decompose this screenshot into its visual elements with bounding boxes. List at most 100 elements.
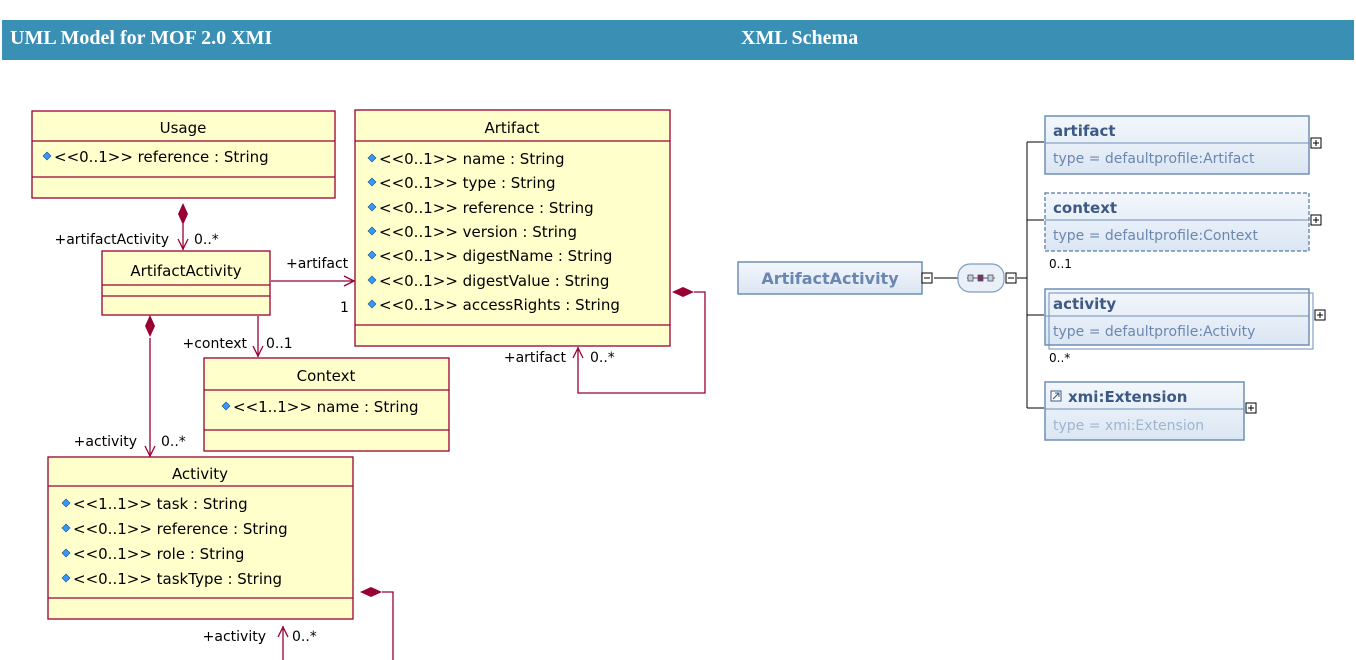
class-usage-name: Usage xyxy=(160,119,207,137)
attribute-diamond-icon xyxy=(221,401,231,411)
header-bar: UML Model for MOF 2.0 XMI XML Schema xyxy=(0,0,1356,68)
reference-link-icon xyxy=(1050,390,1062,402)
mult-label-artifact-self: 0..* xyxy=(590,350,615,366)
context-attr-0: <<1..1>> name : String xyxy=(233,398,419,416)
expand-toggle-icon[interactable] xyxy=(1314,309,1326,321)
schema-element-type: type = defaultprofile:Context xyxy=(1053,228,1258,244)
attribute-diamond-icon xyxy=(367,153,377,163)
expand-toggle-icon[interactable] xyxy=(1310,214,1322,226)
usage-composition-diamond xyxy=(178,203,188,225)
class-activity-box xyxy=(47,456,354,620)
schema-element-name: xmi:Extension xyxy=(1068,388,1187,406)
schema-element-type: type = defaultprofile:Activity xyxy=(1053,324,1255,340)
mult-label-activity: 0..* xyxy=(161,434,186,450)
artifact-self-line xyxy=(577,291,706,394)
class-artifact-name: Artifact xyxy=(484,119,539,137)
role-label-context: +context xyxy=(183,336,248,352)
schema-element-box xyxy=(1044,288,1310,346)
role-label-activity: +activity xyxy=(74,434,137,450)
schema-element-multiplicity: 0..1 xyxy=(1049,257,1072,271)
class-artifactactivity-box xyxy=(101,250,271,316)
schema-element-box xyxy=(1044,115,1310,175)
attribute-diamond-icon xyxy=(367,275,377,285)
schema-element-activity[interactable]: activity type = defaultprofile:Activity … xyxy=(1044,288,1314,365)
activity-self-arrow xyxy=(277,625,289,638)
mult-label-artifact: 1 xyxy=(340,300,349,316)
class-artifact[interactable]: Artifact <<0..1>> name : String <<0..1>>… xyxy=(354,109,671,347)
xml-schema-heading: XML Schema xyxy=(741,27,859,49)
attribute-diamond-icon xyxy=(367,202,377,212)
class-context[interactable]: Context <<1..1>> name : String xyxy=(203,357,450,452)
artifact-attr-3: <<0..1>> version : String xyxy=(379,223,577,241)
mult-label-activity-self: 0..* xyxy=(292,629,317,645)
class-context-box xyxy=(203,357,450,452)
mult-label-artifactactivity: 0..* xyxy=(194,232,219,248)
uml-model-heading: UML Model for MOF 2.0 XMI xyxy=(10,27,273,49)
activity-composition-diamond xyxy=(360,587,382,597)
collapse-toggle-icon[interactable] xyxy=(1005,272,1017,284)
class-usage[interactable]: Usage <<0..1>> reference : String xyxy=(31,110,336,199)
activity-attr-0: <<1..1>> task : String xyxy=(73,495,248,513)
composition-diamonds xyxy=(145,203,694,597)
attribute-diamond-icon xyxy=(367,177,377,187)
sequence-compositor-icon[interactable] xyxy=(957,263,1005,293)
activity-attr-2: <<0..1>> role : String xyxy=(73,545,244,563)
attribute-diamond-icon xyxy=(42,151,52,161)
attribute-diamond-icon xyxy=(61,548,71,558)
class-artifact-box xyxy=(354,109,671,347)
schema-connectors xyxy=(934,141,1044,409)
role-label-artifact: +artifact xyxy=(286,256,349,272)
schema-element-box xyxy=(1044,192,1310,252)
schema-element-name: artifact xyxy=(1053,122,1116,140)
usage-attr-0: <<0..1>> reference : String xyxy=(54,148,269,166)
attribute-diamond-icon xyxy=(367,299,377,309)
attribute-diamond-icon xyxy=(61,573,71,583)
mult-label-context: 0..1 xyxy=(266,336,293,352)
activity-attr-1: <<0..1>> reference : String xyxy=(73,520,288,538)
activity-attr-3: <<0..1>> taskType : String xyxy=(73,570,282,588)
schema-element-artifact[interactable]: artifact type = defaultprofile:Artifact xyxy=(1044,115,1310,175)
artifact-attr-0: <<0..1>> name : String xyxy=(379,150,565,168)
class-context-name: Context xyxy=(297,367,356,385)
schema-element-xmi-extension[interactable]: xmi:Extension type = xmi:Extension xyxy=(1044,381,1245,441)
artifact-attr-6: <<0..1>> accessRights : String xyxy=(379,296,620,314)
role-label-activity-self: +activity xyxy=(203,629,266,645)
class-usage-box xyxy=(31,110,336,199)
schema-element-type: type = defaultprofile:Artifact xyxy=(1053,151,1255,167)
schema-element-type: type = xmi:Extension xyxy=(1053,418,1204,434)
collapse-toggle-icon[interactable] xyxy=(921,272,933,284)
artifact-self-arrow xyxy=(572,346,584,359)
expand-toggle-icon[interactable] xyxy=(1245,402,1257,414)
uml-associations xyxy=(144,224,706,660)
artifactactivity-activity-arrow xyxy=(144,445,156,458)
schema-element-context[interactable]: context type = defaultprofile:Context 0.… xyxy=(1044,192,1310,271)
role-label-artifactactivity: +artifactActivity xyxy=(55,232,170,248)
artifact-attr-4: <<0..1>> digestName : String xyxy=(379,247,612,265)
artifactactivity-context-arrow xyxy=(252,345,264,358)
attribute-diamond-icon xyxy=(367,226,377,236)
artifact-composition-diamond xyxy=(672,287,694,297)
expand-toggle-icon[interactable] xyxy=(1310,137,1322,149)
schema-element-name: activity xyxy=(1053,295,1116,313)
artifactactivity-composition-diamond xyxy=(145,315,155,337)
schema-element-multiplicity: 0..* xyxy=(1049,351,1070,365)
artifact-attr-1: <<0..1>> type : String xyxy=(379,174,556,192)
schema-root-element[interactable]: ArtifactActivity xyxy=(737,261,923,295)
class-activity-name: Activity xyxy=(172,465,228,483)
header-band xyxy=(2,20,1354,60)
class-artifactactivity-name: ArtifactActivity xyxy=(130,262,241,280)
schema-element-box xyxy=(1044,381,1245,441)
class-activity[interactable]: Activity <<1..1>> task : String <<0..1>>… xyxy=(47,456,354,620)
attribute-diamond-icon xyxy=(61,498,71,508)
attribute-diamond-icon xyxy=(61,523,71,533)
schema-root-name: ArtifactActivity xyxy=(761,269,899,288)
artifact-attr-5: <<0..1>> digestValue : String xyxy=(379,272,609,290)
attribute-diamond-icon xyxy=(367,250,377,260)
schema-root-box xyxy=(737,261,923,295)
artifact-attr-2: <<0..1>> reference : String xyxy=(379,199,594,217)
activity-self-line xyxy=(382,591,394,660)
role-label-artifact-self: +artifact xyxy=(504,350,567,366)
class-artifactactivity[interactable]: ArtifactActivity xyxy=(101,250,271,316)
